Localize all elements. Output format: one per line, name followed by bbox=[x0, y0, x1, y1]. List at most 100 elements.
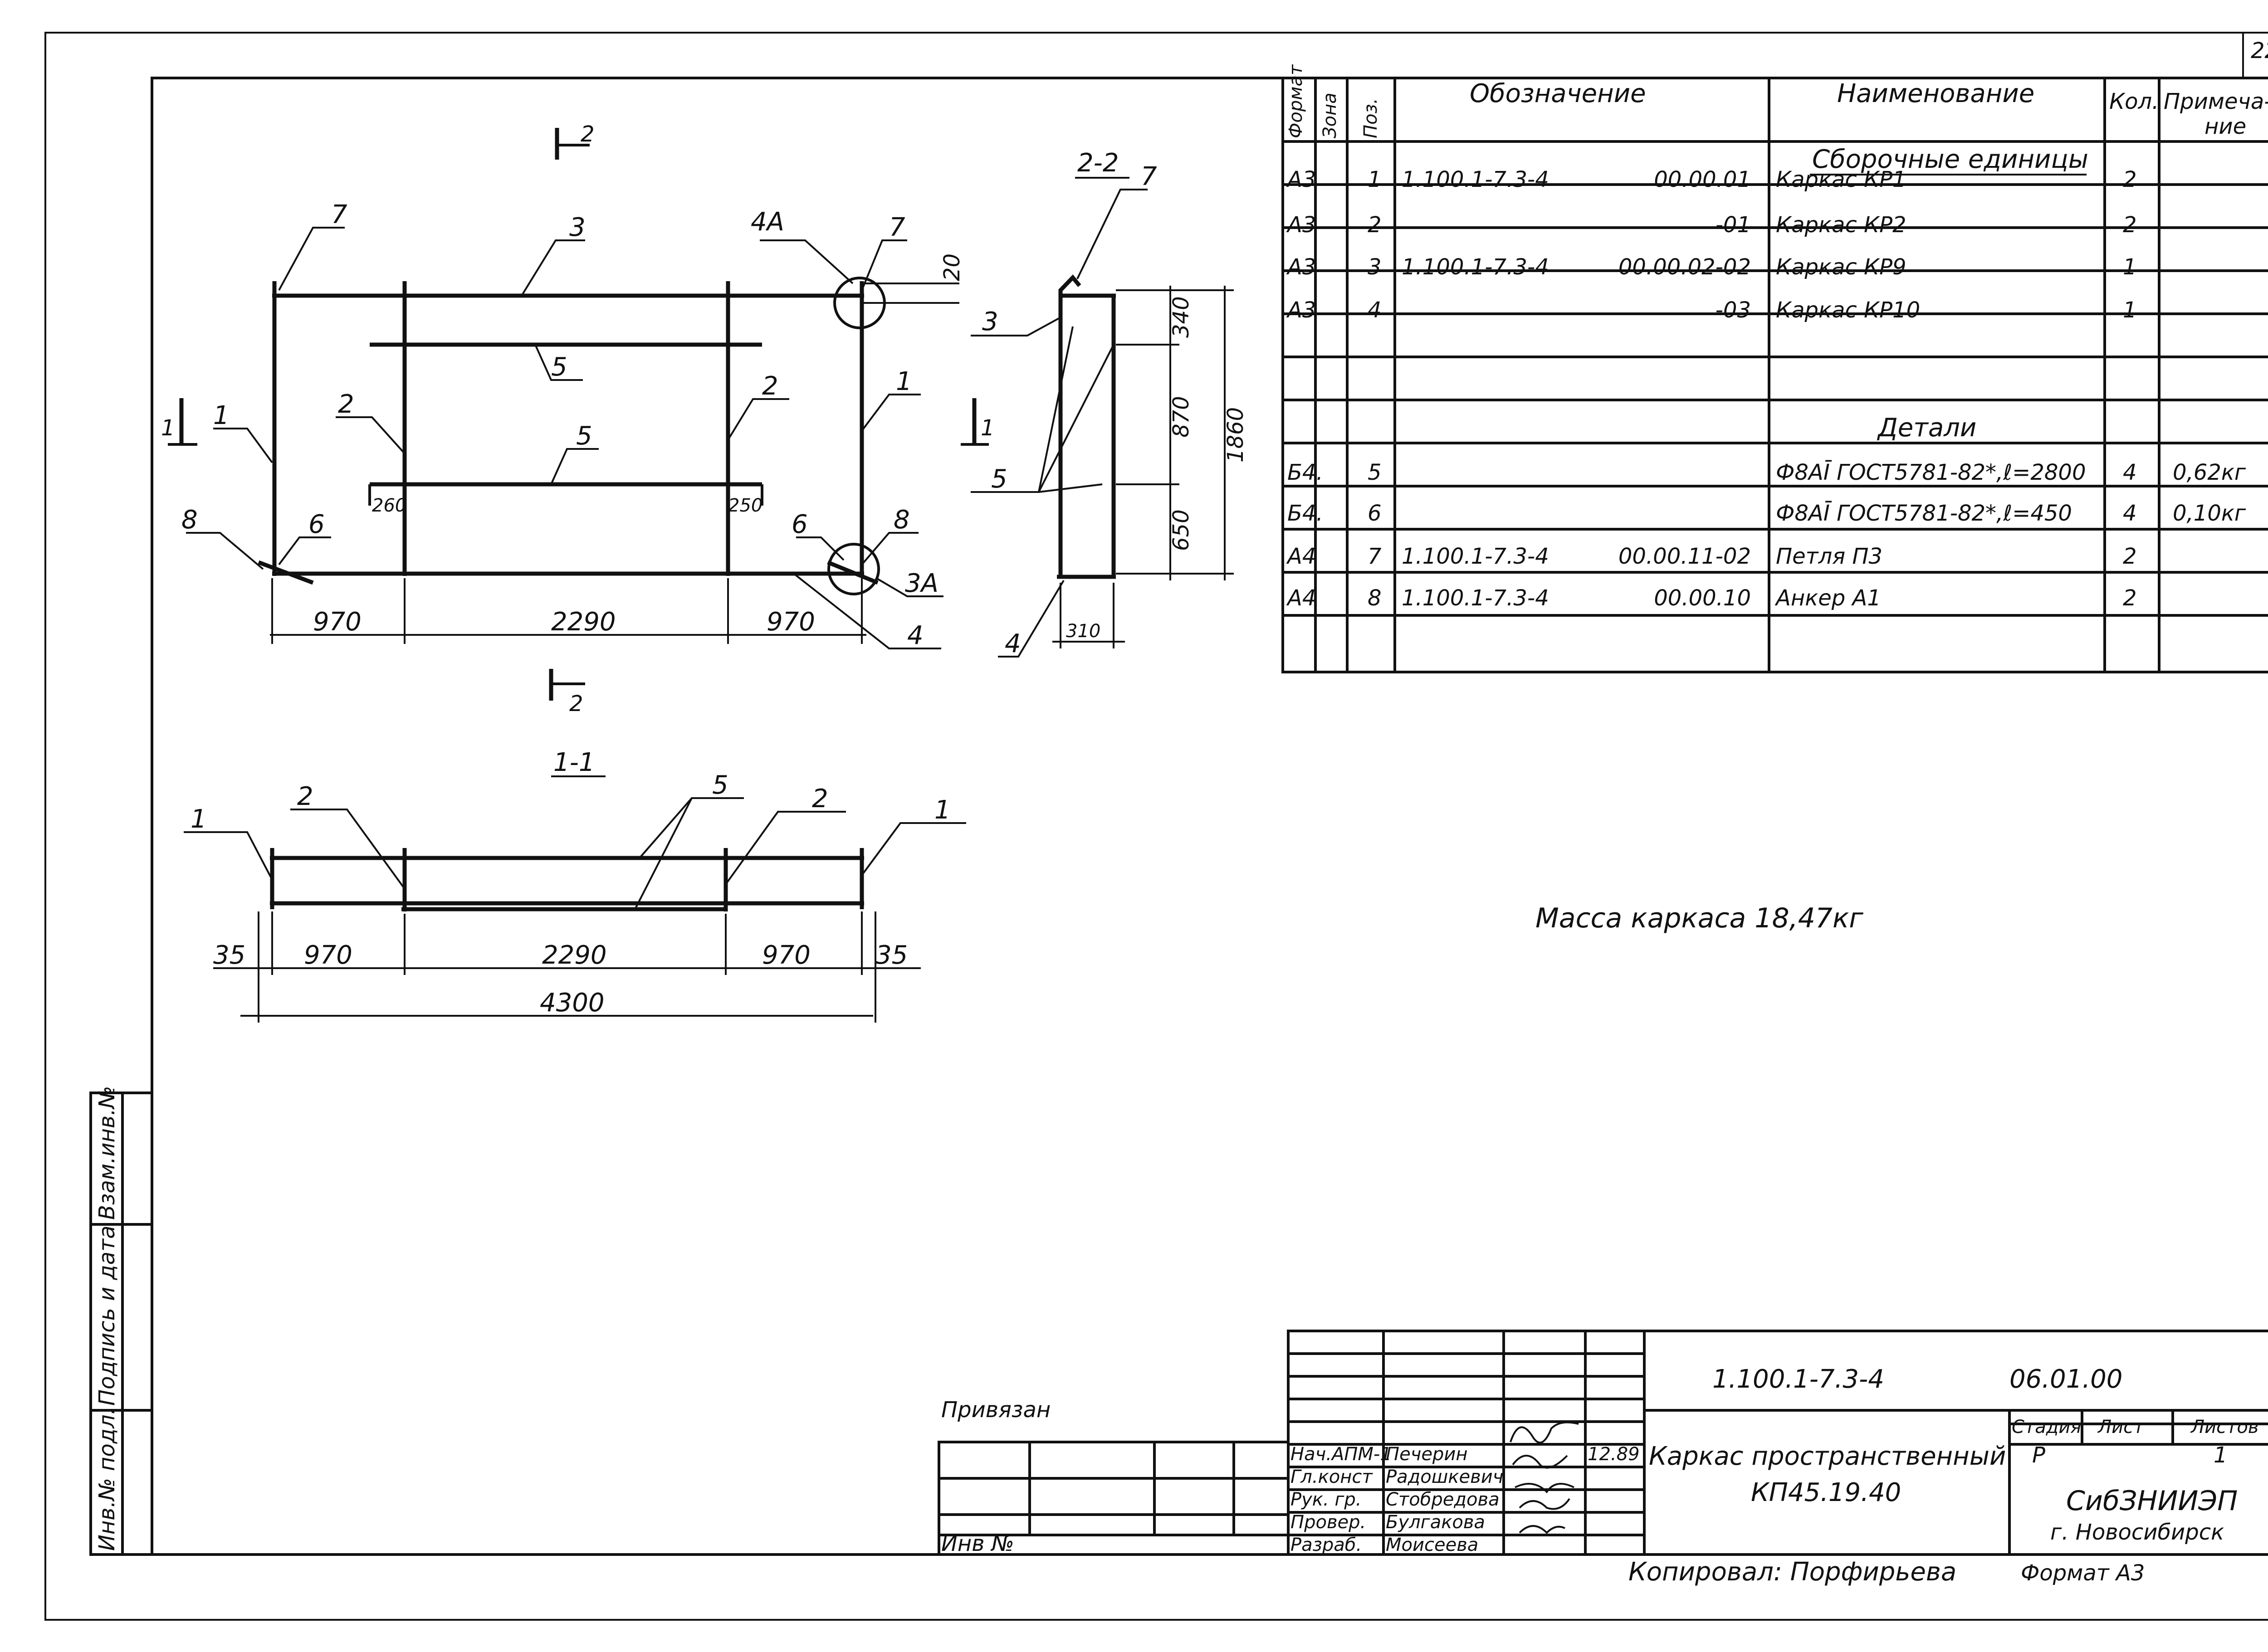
spec-cell-pos: 2 bbox=[1368, 212, 1382, 238]
svg-text:2: 2 bbox=[762, 371, 778, 401]
svg-text:7: 7 bbox=[331, 200, 347, 229]
svg-text:1: 1 bbox=[191, 804, 207, 834]
cut2-top-label: 2 bbox=[581, 122, 595, 147]
svg-text:970: 970 bbox=[767, 607, 815, 637]
signature-4 bbox=[1519, 1498, 1570, 1510]
svg-text:8: 8 bbox=[181, 505, 198, 535]
spec-cell-format: А3 bbox=[1286, 212, 1316, 238]
svg-text:Детали: Детали bbox=[1877, 413, 1976, 443]
svg-text:5: 5 bbox=[551, 352, 567, 382]
signature-3 bbox=[1515, 1483, 1574, 1494]
spec-cell-name: Каркас КР2 bbox=[1776, 212, 1906, 238]
svg-text:Обозначение: Обозначение bbox=[1470, 79, 1646, 108]
spec-cell-des_a: 1.100.1-7.3-4 bbox=[1402, 254, 1549, 280]
spec-cell-pos: 6 bbox=[1368, 501, 1382, 526]
svg-text:4300: 4300 bbox=[540, 988, 605, 1018]
spec-cell-pos: 8 bbox=[1368, 585, 1382, 611]
section22-title: 2-2 bbox=[1077, 148, 1119, 178]
spec-cell-qty: 1 bbox=[2123, 297, 2137, 323]
svg-text:8: 8 bbox=[894, 505, 910, 535]
spec-cell-des_b: -01 bbox=[1716, 212, 1751, 238]
svg-text:5: 5 bbox=[991, 464, 1007, 494]
spec-cell-qty: 2 bbox=[2123, 585, 2137, 611]
svg-text:2: 2 bbox=[338, 390, 354, 419]
role-name: Радошкевич bbox=[1386, 1467, 1503, 1487]
svg-text:Лист: Лист bbox=[2097, 1417, 2145, 1438]
svg-text:г. Новосибирск: г. Новосибирск bbox=[2050, 1520, 2224, 1545]
role-name: Булгакова bbox=[1386, 1512, 1485, 1533]
svg-text:260: 260 bbox=[372, 495, 406, 516]
svg-text:Сборочные единицы: Сборочные единицы bbox=[1812, 145, 2088, 174]
role-name: Стобредова bbox=[1386, 1489, 1500, 1510]
spec-cell-name: Ф8АĪ ГОСТ5781-82*,ℓ=2800 bbox=[1776, 460, 2086, 485]
spec-table: Формат Зона Поз. Обозначение Наименовани… bbox=[1281, 64, 2268, 673]
trim-border bbox=[44, 32, 2268, 1621]
spec-cell-pos: 1 bbox=[1368, 167, 1382, 192]
svg-text:20: 20 bbox=[939, 253, 965, 281]
svg-text:1: 1 bbox=[213, 401, 230, 430]
spec-cell-name: Петля П3 bbox=[1776, 544, 1882, 569]
svg-text:650: 650 bbox=[1168, 509, 1194, 551]
svg-text:6: 6 bbox=[308, 510, 325, 539]
svg-text:310: 310 bbox=[1066, 621, 1100, 642]
spec-cell-name: Ф8АĪ ГОСТ5781-82*,ℓ=450 bbox=[1776, 501, 2072, 526]
spec-cell-format: А3 bbox=[1286, 297, 1316, 323]
svg-text:2: 2 bbox=[297, 782, 313, 811]
svg-text:6: 6 bbox=[792, 510, 808, 539]
svg-text:4: 4 bbox=[907, 621, 924, 650]
spec-cell-format: Б4. bbox=[1287, 501, 1323, 526]
svg-text:2: 2 bbox=[812, 784, 828, 814]
svg-text:3: 3 bbox=[569, 213, 586, 242]
spec-cell-pos: 3 bbox=[1368, 254, 1382, 280]
svg-text:Формат А3: Формат А3 bbox=[2021, 1560, 2145, 1586]
svg-text:Листов: Листов bbox=[2190, 1417, 2258, 1438]
svg-text:3А: 3А bbox=[905, 569, 938, 598]
svg-text:870: 870 bbox=[1168, 396, 1194, 438]
inv-orig-label: Инв.№ подл. bbox=[94, 1408, 120, 1551]
svg-text:Р: Р bbox=[2032, 1442, 2045, 1468]
cut2-bottom-label: 2 bbox=[569, 691, 583, 716]
signature-1 bbox=[1510, 1421, 1579, 1444]
svg-text:1860: 1860 bbox=[1223, 407, 1248, 463]
spec-cell-qty: 2 bbox=[2123, 167, 2137, 192]
svg-text:1: 1 bbox=[934, 795, 951, 825]
role-label: Гл.конст bbox=[1290, 1467, 1373, 1487]
svg-text:7: 7 bbox=[889, 213, 905, 242]
svg-text:3: 3 bbox=[982, 307, 998, 336]
cut1-right-label: 1 bbox=[981, 415, 995, 441]
signature-2 bbox=[1512, 1455, 1568, 1469]
spec-cell-des_b: 00.00.02-02 bbox=[1618, 254, 1751, 280]
svg-text:1: 1 bbox=[2214, 1442, 2228, 1468]
svg-text:35: 35 bbox=[213, 941, 245, 970]
spec-cell-name: Анкер А1 bbox=[1774, 585, 1881, 611]
svg-text:Копировал: Порфирьева: Копировал: Порфирьева bbox=[1628, 1557, 1956, 1587]
svg-text:5: 5 bbox=[712, 770, 728, 800]
vzam-inv-label: Взам.инв.№ bbox=[94, 1086, 120, 1220]
svg-text:Формат: Формат bbox=[1286, 64, 1306, 138]
svg-text:2290: 2290 bbox=[551, 607, 616, 637]
note-header-1: Примеча- bbox=[2164, 89, 2268, 114]
svg-text:КП45.19.40: КП45.19.40 bbox=[1751, 1478, 1901, 1507]
svg-text:Зона: Зона bbox=[1320, 93, 1340, 138]
page-number: 22 bbox=[2251, 38, 2268, 63]
spec-cell-pos: 4 bbox=[1368, 297, 1382, 323]
plan-view: 2 2 1 1 7 3 4А 7 20 bbox=[161, 122, 995, 716]
spec-cell-note: 0,10кг bbox=[2173, 501, 2246, 526]
svg-text:5: 5 bbox=[576, 421, 592, 451]
role-label: Разраб. bbox=[1290, 1535, 1362, 1555]
spec-cell-name: Каркас КР9 bbox=[1776, 254, 1906, 280]
spec-cell-qty: 2 bbox=[2123, 544, 2137, 569]
section-1-1: 1-1 1 2 5 2 1 35 970 2290 970 35 4300 bbox=[184, 748, 966, 1023]
mass-note: Масса каркаса 18,47кг bbox=[1535, 902, 1863, 934]
svg-text:4: 4 bbox=[1005, 629, 1021, 658]
note-header-2: ние bbox=[2204, 114, 2246, 139]
section-2-2: 2-2 7 3 5 4 340 870 650 1860 310 bbox=[971, 148, 1248, 658]
spec-cell-format: А4 bbox=[1286, 585, 1316, 611]
svg-text:7: 7 bbox=[1141, 162, 1157, 191]
spec-cell-des_b: 00.00.01 bbox=[1654, 167, 1751, 192]
svg-text:340: 340 bbox=[1168, 296, 1194, 338]
svg-text:1: 1 bbox=[896, 367, 912, 396]
spec-cell-des_b: 00.00.10 bbox=[1654, 585, 1751, 611]
